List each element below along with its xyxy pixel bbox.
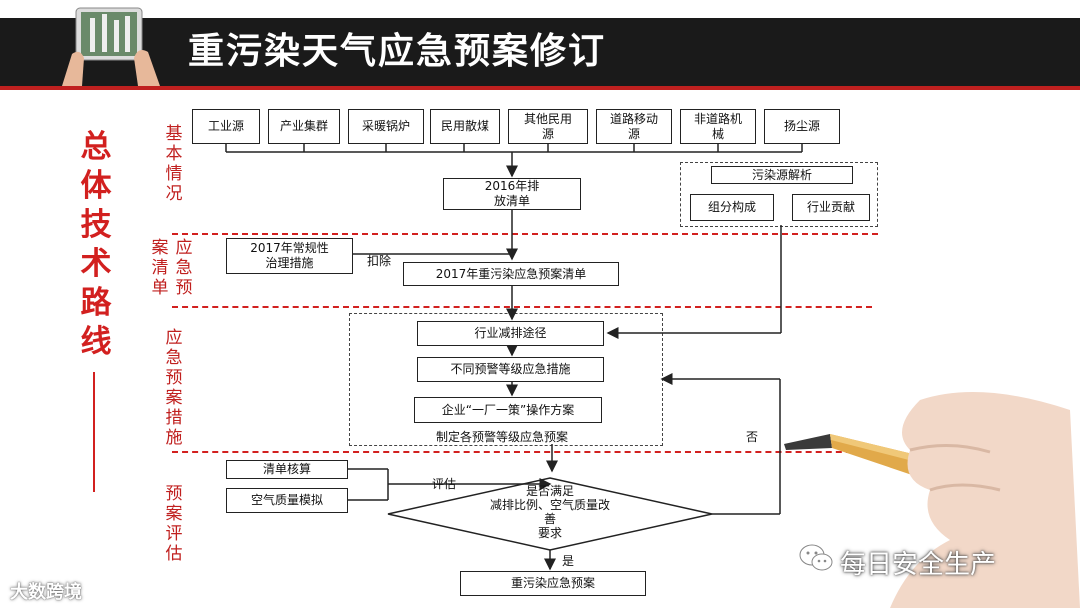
diamond-line-1: 是否满足 (525, 484, 574, 498)
yes-label: 是 (562, 554, 575, 568)
watermark-left: 大数跨境 (10, 582, 82, 603)
list-accounting-box: 清单核算 (226, 460, 348, 479)
component-box: 组分构成 (690, 194, 774, 221)
enterprise-plan-box: 企业“一厂一策”操作方案 (414, 397, 602, 423)
source-analysis-group (680, 162, 878, 227)
section-label-plan-list-col2: 应急预 (175, 238, 193, 298)
header-accent-line (0, 86, 1080, 90)
source-box-other-residential: 其他民用源 (508, 109, 588, 144)
watermark-right: 每日安全生产 (840, 550, 997, 580)
section-divider-1 (172, 233, 878, 235)
section-label-assess: 预案评估 (165, 484, 183, 564)
side-title: 总体技术路线 (80, 129, 112, 360)
section-label-plan-list-col1: 案清单 (151, 238, 169, 298)
section-label-measures: 应急预案措施 (165, 328, 183, 448)
source-box-dust: 扬尘源 (764, 109, 840, 144)
section-divider-3 (172, 451, 872, 453)
decision-diamond-text: 是否满足 减排比例、空气质量改 善 要求 (470, 484, 630, 540)
no-label: 否 (746, 430, 759, 444)
side-title-underline (93, 372, 95, 492)
inventory-2016-box: 2016年排放清单 (443, 178, 581, 210)
page-title: 重污染天气应急预案修订 (188, 31, 607, 72)
section-label-basic: 基本情况 (165, 124, 183, 204)
warning-level-measures-box: 不同预警等级应急措施 (417, 357, 604, 382)
deduct-label: 扣除 (367, 254, 392, 268)
source-box-residential-coal: 民用散煤 (430, 109, 500, 144)
hand-pencil-image (784, 392, 1080, 608)
air-quality-model-box: 空气质量模拟 (226, 488, 348, 513)
regular-measures-2017-box: 2017年常规性治理措施 (226, 238, 353, 274)
industry-reduction-box: 行业减排途径 (417, 321, 604, 346)
diamond-line-2: 减排比例、空气质量改 (489, 498, 610, 512)
diamond-line-3: 善 (543, 512, 556, 526)
diamond-line-4: 要求 (537, 526, 562, 540)
header-bar (0, 18, 1080, 86)
source-box-heating-boiler: 采暖锅炉 (348, 109, 424, 144)
source-box-industrial: 工业源 (192, 109, 260, 144)
source-box-industrial-cluster: 产业集群 (268, 109, 340, 144)
wechat-icon (799, 544, 833, 571)
source-box-road-mobile: 道路移动源 (596, 109, 672, 144)
tablet-hands-icon (62, 7, 160, 86)
source-box-nonroad-machinery: 非道路机械 (680, 109, 756, 144)
plan-list-2017-box: 2017年重污染应急预案清单 (403, 262, 619, 286)
measures-group-caption: 制定各预警等级应急预案 (436, 430, 569, 444)
industry-contribution-box: 行业贡献 (792, 194, 870, 221)
source-analysis-box: 污染源解析 (711, 166, 853, 184)
section-divider-2 (172, 306, 872, 308)
final-plan-box: 重污染应急预案 (460, 571, 646, 596)
assess-label: 评估 (432, 477, 457, 491)
